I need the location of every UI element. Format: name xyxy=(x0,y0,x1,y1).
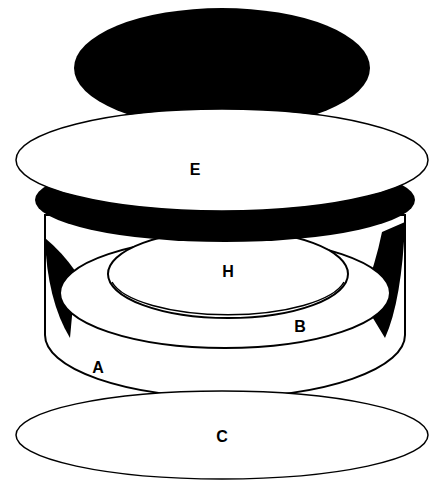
disc-ellipse xyxy=(16,391,428,479)
part-letter: A xyxy=(92,359,104,377)
part-letter: B xyxy=(294,318,306,336)
disc-outline xyxy=(15,108,429,212)
part-letter: E xyxy=(190,161,201,179)
region-a: A xyxy=(86,355,110,381)
disc-c: C xyxy=(15,390,429,480)
h-region xyxy=(108,230,348,318)
disc-e: E xyxy=(15,108,429,212)
region-b: B xyxy=(288,314,312,340)
region-h: H xyxy=(216,261,240,287)
disc-ellipse xyxy=(16,109,428,211)
part-letter: H xyxy=(222,263,234,281)
h-inner-arc xyxy=(112,282,344,315)
part-letter: C xyxy=(216,428,228,446)
body-outline xyxy=(45,215,405,397)
